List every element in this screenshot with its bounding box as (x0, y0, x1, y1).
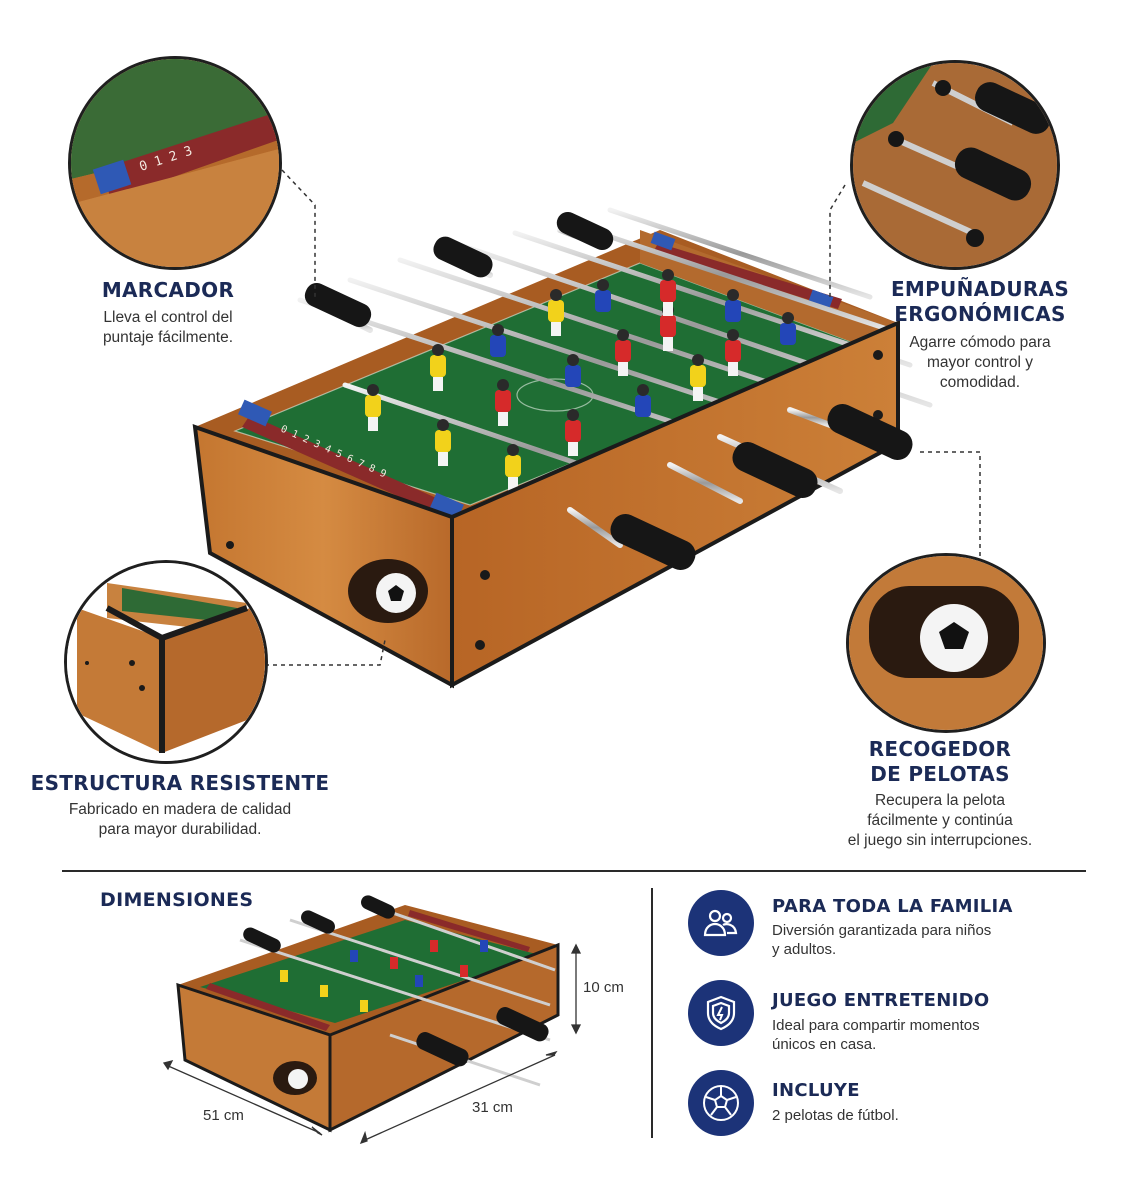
dimensions-table-illustration (162, 895, 582, 1145)
estructura-title: ESTRUCTURA RESISTENTE (30, 771, 330, 795)
feature-includes-title: INCLUYE (772, 1080, 860, 1101)
dimensions-title: DIMENSIONES (100, 889, 254, 911)
feature-entertaining-desc: Ideal para compartir momentos únicos en … (772, 1017, 980, 1053)
feature-includes-desc: 2 pelotas de fútbol. (772, 1107, 899, 1124)
structure-detail-circle (64, 560, 268, 764)
feature-entertaining-title: JUEGO ENTRETENIDO (772, 990, 990, 1011)
foosball-table-illustration: 0 1 2 3 4 5 6 7 8 9 (192, 207, 933, 689)
ball-return-detail-circle (846, 553, 1046, 733)
feature-family-title: PARA TODA LA FAMILIA (772, 896, 1013, 917)
shield-icon (688, 980, 754, 1046)
dimension-length: 51 cm (203, 1107, 244, 1124)
estructura-desc: Fabricado en madera de calidad para mayo… (68, 801, 292, 838)
dimension-width: 31 cm (472, 1099, 513, 1116)
marcador-desc: Lleva el control del puntaje fácilmente. (102, 309, 234, 346)
family-icon (688, 890, 754, 956)
recogedor-title: RECOGEDOR DE PELOTAS (868, 737, 1012, 786)
vertical-divider (651, 888, 653, 1138)
dimension-height: 10 cm (583, 979, 624, 996)
horizontal-divider (62, 870, 1086, 872)
players (365, 269, 796, 491)
feature-family-desc: Diversión garantizada para niños y adult… (772, 922, 992, 958)
marcador-title: MARCADOR (101, 278, 235, 302)
scoreboard-detail-circle: 0 1 2 3 (68, 56, 282, 270)
handles-detail-circle (850, 60, 1060, 270)
empunaduras-desc: Agarre cómodo para mayor control y comod… (909, 334, 1051, 391)
recogedor-desc: Recupera la pelota fácilmente y continúa… (847, 792, 1033, 849)
empunaduras-title: EMPUÑADURAS ERGONÓMICAS (890, 277, 1070, 326)
soccer-ball-icon (688, 1070, 754, 1136)
